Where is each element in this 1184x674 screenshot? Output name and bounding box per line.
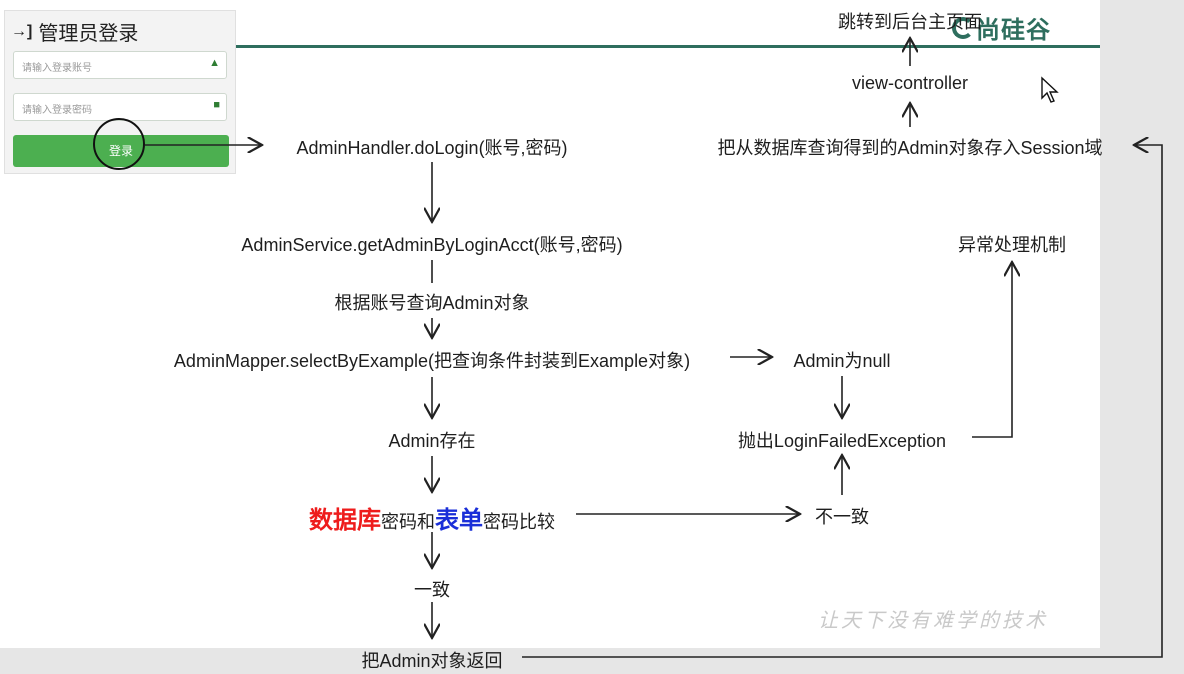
login-arrow-icon: →] bbox=[11, 22, 33, 40]
password-field[interactable]: 请输入登录密码 ■ bbox=[13, 93, 227, 121]
arrow-return-to-session bbox=[522, 145, 1163, 658]
compare-form-label: 表单 bbox=[435, 507, 483, 534]
account-field[interactable]: 请输入登录账号 ▲ bbox=[13, 51, 227, 79]
lock-icon: ■ bbox=[213, 99, 220, 111]
mouse-cursor-icon bbox=[1041, 76, 1059, 103]
password-placeholder: 请输入登录密码 bbox=[22, 105, 92, 116]
logo-ring-icon bbox=[952, 16, 974, 39]
logo-text: 尚硅谷 bbox=[976, 17, 1051, 44]
node-query-by-acct: 根据账号查询Admin对象 bbox=[334, 293, 530, 313]
compare-db-label: 数据库 bbox=[309, 507, 381, 534]
node-service-get: AdminService.getAdminByLoginAcct(账号,密码) bbox=[241, 235, 623, 255]
node-admin-exists: Admin存在 bbox=[388, 431, 476, 451]
node-exception-mechanism: 异常处理机制 bbox=[958, 235, 1066, 255]
node-compare: 数据库密码和表单密码比较 bbox=[309, 500, 555, 535]
user-icon: ▲ bbox=[209, 57, 220, 69]
right-gutter bbox=[1100, 0, 1184, 674]
compare-mid2: 密码比较 bbox=[483, 512, 555, 532]
compare-mid1: 密码和 bbox=[381, 512, 435, 532]
node-mismatch: 不一致 bbox=[815, 507, 869, 527]
brand-logo: 尚硅谷 bbox=[952, 10, 1051, 45]
node-match: 一致 bbox=[414, 580, 450, 600]
node-jump-home: 跳转到后台主页面 bbox=[838, 12, 982, 32]
node-view-controller: view-controller bbox=[851, 73, 969, 93]
node-store-session: 把从数据库查询得到的Admin对象存入Session域 bbox=[717, 138, 1103, 158]
teal-header-rule bbox=[230, 45, 1100, 48]
node-admin-null: Admin为null bbox=[793, 351, 891, 371]
login-title: →] 管理员登录 bbox=[11, 17, 138, 46]
node-mapper-select: AdminMapper.selectByExample(把查询条件封装到Exam… bbox=[173, 351, 691, 371]
login-button-highlight-circle bbox=[93, 118, 145, 170]
watermark: 让天下没有难学的技术 bbox=[818, 608, 1048, 632]
arrow-throw-to-mechanism bbox=[972, 262, 1012, 438]
bottom-gutter bbox=[0, 648, 1100, 674]
login-title-text: 管理员登录 bbox=[38, 23, 139, 45]
node-return-admin: 把Admin对象返回 bbox=[361, 651, 503, 671]
node-throw-exception: 抛出LoginFailedException bbox=[737, 431, 947, 451]
node-do-login: AdminHandler.doLogin(账号,密码) bbox=[296, 138, 568, 158]
account-placeholder: 请输入登录账号 bbox=[22, 63, 92, 74]
